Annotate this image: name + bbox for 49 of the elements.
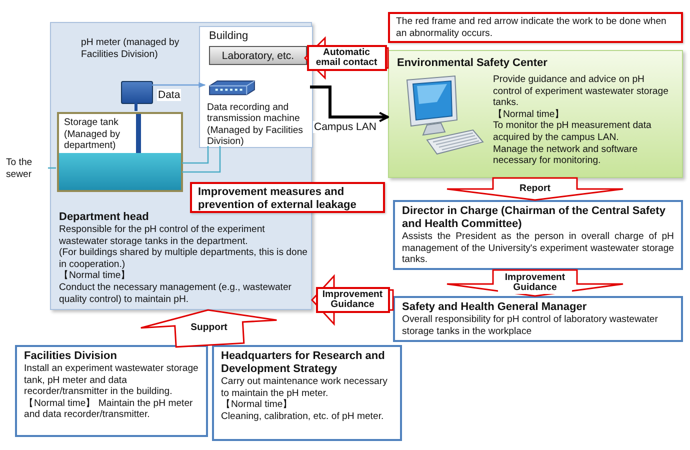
card-text: 【Normal time】 [221, 399, 294, 411]
role-card [212, 345, 402, 441]
panel-text: (For buildings shared by multiple departments, this is done in cooperation.) [59, 247, 308, 270]
connector-line [48, 167, 56, 169]
connector-line [134, 103, 138, 111]
card-text: 【Normal time】 Maintain the pH meter and data recorder/transmitter. [24, 398, 194, 421]
role-card [15, 345, 208, 437]
ph-meter-block [121, 81, 153, 104]
card-text: Assists the President as the person in overall charge of pH management of the University's experiment wastewater storage tanks. [402, 231, 674, 266]
device-label: Data recording and transmission machine (Managed by Facilities Division) [207, 102, 304, 148]
edge-label: Campus LAN [313, 121, 378, 133]
card-heading: Environmental Safety Center [397, 57, 548, 70]
card-text: 【Normal time】 [493, 108, 566, 120]
card-text: To monitor the pH measurement data acquired by the campus LAN. [493, 120, 652, 144]
card-text: Carry out maintenance work necessary to maintain the pH meter. [221, 376, 388, 399]
role-card [393, 296, 683, 342]
outlet-label: To the sewer [6, 157, 48, 183]
card-text: Manage the network and software necessary for monitoring. [493, 144, 639, 167]
edge-label: Improvement Guidance [316, 287, 390, 313]
note-box: The red frame and red arrow indicate the work to be done when an abnormality occurs. [388, 12, 683, 43]
panel-text: 【Normal time】 [59, 270, 132, 282]
center-card [388, 50, 683, 178]
card-text: Cleaning, calibration, etc. of pH meter. [221, 410, 385, 422]
edge-label: Data [157, 89, 182, 101]
connector-line [182, 146, 221, 173]
panel-text: Conduct the necessary management (e.g., wastewater quality control) to maintain pH. [59, 282, 293, 306]
card-text: Provide guidance and advice on pH control of experiment wastewater storage tanks. [493, 74, 670, 109]
tank-label: Storage tank (Managed by department) [64, 117, 121, 152]
card-heading: Headquarters for Research and Development Strategy [221, 350, 386, 376]
storage-tank [57, 112, 183, 192]
panel-heading: Department head [59, 211, 150, 224]
card-text: Overall responsibility for pH control of laboratory wastewater storage tanks in the workplace [402, 314, 659, 338]
panel-text: Responsible for the pH control of the experiment wastewater storage tanks in the department. [59, 224, 266, 248]
card-heading: Director in Charge (Chairman of the Central Safety and Health Committee) [402, 205, 666, 231]
card-heading: Safety and Health General Manager [402, 301, 588, 314]
building-label: Building [209, 30, 248, 42]
laboratory-box: Laboratory, etc. [209, 46, 307, 65]
card-heading: Facilities Division [24, 350, 118, 363]
node-caption: pH meter (managed by Facilities Division) [81, 37, 180, 60]
edge-label: Support [188, 322, 230, 334]
connector-line [182, 146, 209, 164]
card-text: Install an experiment wastewater storage tank, pH meter and data recorder/transmitter in the building. [24, 363, 199, 398]
edge-label: Improvement Guidance [498, 272, 572, 294]
role-card [393, 200, 683, 270]
building-frame [199, 26, 313, 148]
action-box: Improvement measures and prevention of external leakage [190, 182, 385, 213]
arrow [310, 86, 390, 122]
arrow [152, 82, 206, 88]
edge-label: Automatic email contact [306, 45, 386, 71]
